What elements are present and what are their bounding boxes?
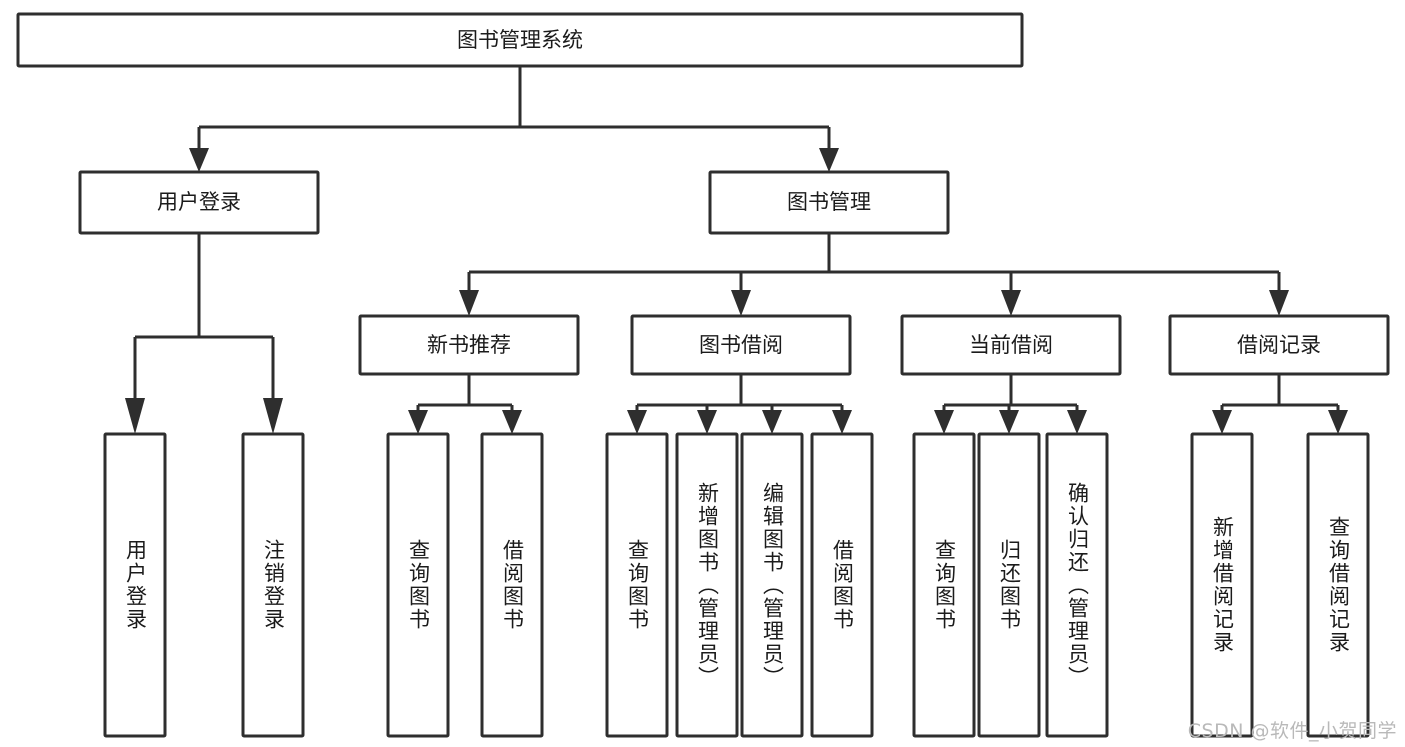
- arrow-head-br-leaf-2: [1328, 410, 1348, 434]
- node-leaf-bb-edit-book[interactable]: [740, 432, 804, 738]
- node-leaf-br-add-record[interactable]: [1190, 432, 1254, 738]
- arrow-head-bb-leaf-3: [762, 410, 782, 434]
- arrow-head-user-login: [189, 148, 209, 172]
- node-new-book-recommend[interactable]: [358, 314, 580, 376]
- arrow-head-book-borrow: [731, 290, 751, 316]
- arrow-head-bb-leaf-1: [627, 410, 647, 434]
- arrow-head-book-mgmt: [819, 148, 839, 172]
- arrow-head-bb-leaf-4: [832, 410, 852, 434]
- label-current-borrow: 当前借阅: [969, 333, 1053, 357]
- label-book-management: 图书管理: [787, 190, 871, 214]
- node-root-book-management-system[interactable]: [16, 12, 1024, 68]
- node-book-management[interactable]: [708, 170, 950, 235]
- node-leaf-cb-return-book[interactable]: [977, 432, 1041, 738]
- arrow-head-borrow-record: [1269, 290, 1289, 316]
- node-leaf-cb-query-book[interactable]: [912, 432, 976, 738]
- node-leaf-nb-borrow-book[interactable]: [480, 432, 544, 738]
- node-leaf-nb-query-book[interactable]: [386, 432, 450, 738]
- label-new-book-recommend: 新书推荐: [427, 333, 511, 357]
- arrow-head-current-borrow: [1001, 290, 1021, 316]
- arrow-head-br-leaf-1: [1212, 410, 1232, 434]
- node-leaf-bb-borrow-book[interactable]: [810, 432, 874, 738]
- node-layer: [16, 12, 1390, 738]
- arrow-head-bb-leaf-2: [697, 410, 717, 434]
- node-book-borrow[interactable]: [630, 314, 852, 376]
- arrow-head-cb-leaf-2: [999, 410, 1019, 434]
- label-root: 图书管理系统: [457, 28, 583, 52]
- node-leaf-br-query-record[interactable]: [1306, 432, 1370, 738]
- watermark-text: CSDN @软件_小贺同学: [1187, 720, 1397, 742]
- arrow-head-nb-leaf-1: [408, 410, 428, 434]
- arrow-head-leaf-logout: [263, 398, 283, 434]
- connector-layer: [125, 66, 1348, 434]
- node-leaf-bb-add-book[interactable]: [675, 432, 739, 738]
- label-user-login: 用户登录: [157, 190, 241, 214]
- node-leaf-cb-confirm-return[interactable]: [1045, 432, 1109, 738]
- arrow-head-nb-leaf-2: [502, 410, 522, 434]
- node-current-borrow[interactable]: [900, 314, 1122, 376]
- arrow-head-cb-leaf-3: [1067, 410, 1087, 434]
- node-leaf-bb-query-book[interactable]: [605, 432, 669, 738]
- label-borrow-record: 借阅记录: [1237, 333, 1321, 357]
- node-leaf-logout[interactable]: [241, 432, 305, 738]
- label-layer: 图书管理系统 用户登录 图书管理 新书推荐 图书借阅 当前借阅 借阅记录: [157, 28, 1321, 357]
- label-book-borrow: 图书借阅: [699, 333, 783, 357]
- arrow-head-leaf-user-login: [125, 398, 145, 434]
- arrow-head-cb-leaf-1: [934, 410, 954, 434]
- node-leaf-user-login[interactable]: [103, 432, 167, 738]
- arrow-head-new-book: [459, 290, 479, 316]
- node-user-login[interactable]: [78, 170, 320, 235]
- node-borrow-record[interactable]: [1168, 314, 1390, 376]
